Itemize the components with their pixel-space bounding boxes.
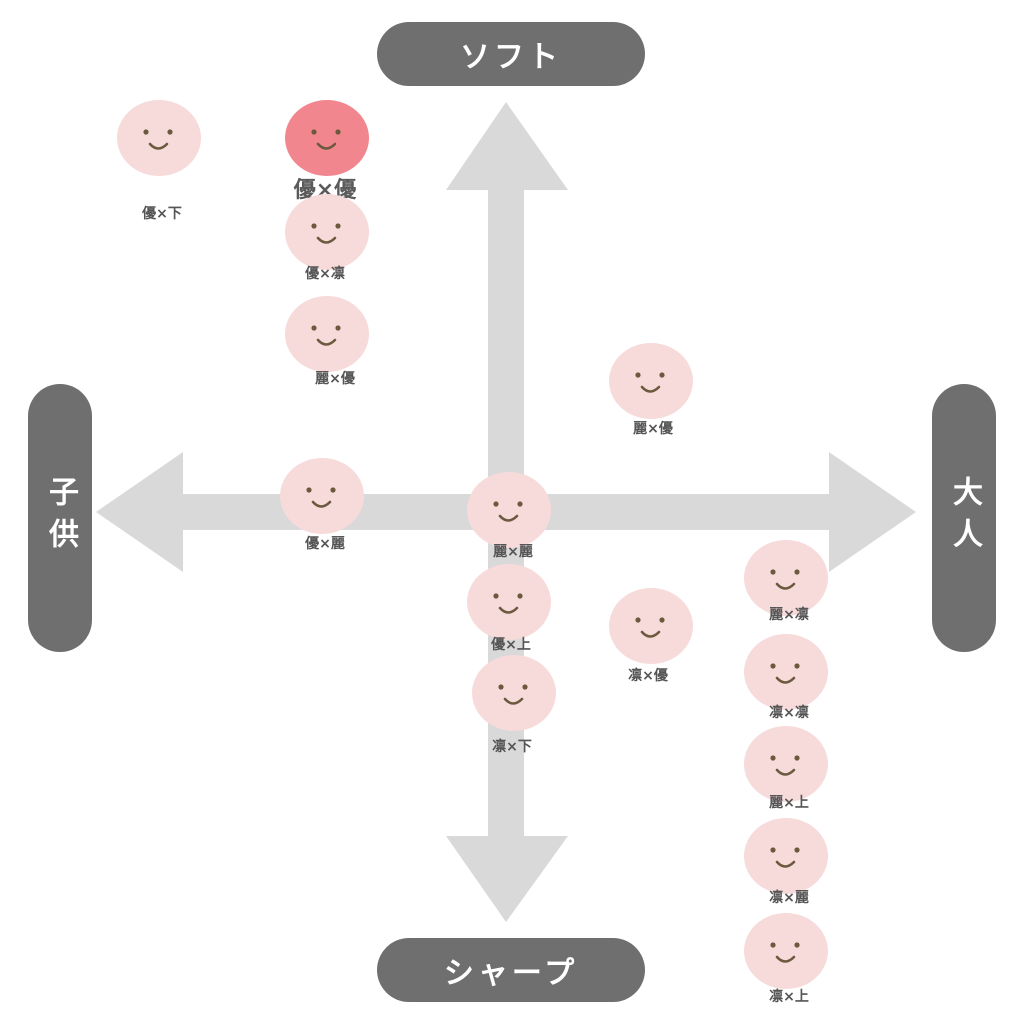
- axis-label-top: ソフト: [377, 22, 645, 86]
- face-marker: [280, 458, 364, 534]
- smiley-face-icon: [770, 942, 800, 963]
- face-marker: [744, 818, 828, 894]
- face-label: 麗×優: [633, 421, 673, 437]
- face-label: 凛×上: [769, 989, 809, 1005]
- face-label: 優×麗: [305, 536, 345, 552]
- smiley-face-icon: [770, 755, 800, 776]
- face-marker: [285, 194, 369, 270]
- axis-label-right: 大人: [932, 384, 996, 652]
- face-label: 優×上: [491, 637, 531, 653]
- smiley-face-icon: [311, 223, 341, 244]
- face-marker: [117, 100, 201, 176]
- smiley-face-icon: [493, 593, 523, 614]
- face-label: 麗×優: [315, 371, 355, 387]
- face-marker: [285, 100, 369, 176]
- smiley-face-icon: [306, 487, 336, 508]
- smiley-face-icon: [635, 617, 665, 638]
- face-label: 麗×麗: [493, 544, 533, 560]
- face-label: 優×下: [142, 206, 182, 222]
- face-marker: [609, 588, 693, 664]
- face-label: 凛×麗: [769, 890, 809, 906]
- smiley-face-icon: [311, 129, 341, 150]
- face-label: 凛×凛: [769, 705, 809, 721]
- face-marker: [744, 913, 828, 989]
- face-marker: [744, 726, 828, 802]
- face-marker: [744, 540, 828, 616]
- face-label: 麗×凛: [769, 607, 809, 623]
- axis-label-left: 子供: [28, 384, 92, 652]
- face-marker: [744, 634, 828, 710]
- face-marker: [472, 655, 556, 731]
- face-label: 麗×上: [769, 795, 809, 811]
- face-label: 凛×下: [492, 739, 532, 755]
- face-marker: [285, 296, 369, 372]
- face-label: 凛×優: [628, 668, 668, 684]
- smiley-face-icon: [770, 569, 800, 590]
- axis-label-bottom: シャープ: [377, 938, 645, 1002]
- face-marker: [467, 564, 551, 640]
- face-marker: [467, 472, 551, 548]
- face-label: 優×凛: [305, 266, 345, 282]
- smiley-face-icon: [311, 325, 341, 346]
- smiley-face-icon: [770, 847, 800, 868]
- smiley-face-icon: [493, 501, 523, 522]
- smiley-face-icon: [498, 684, 528, 705]
- smiley-face-icon: [143, 129, 173, 150]
- smiley-face-icon: [770, 663, 800, 684]
- smiley-face-icon: [635, 372, 665, 393]
- face-marker: [609, 343, 693, 419]
